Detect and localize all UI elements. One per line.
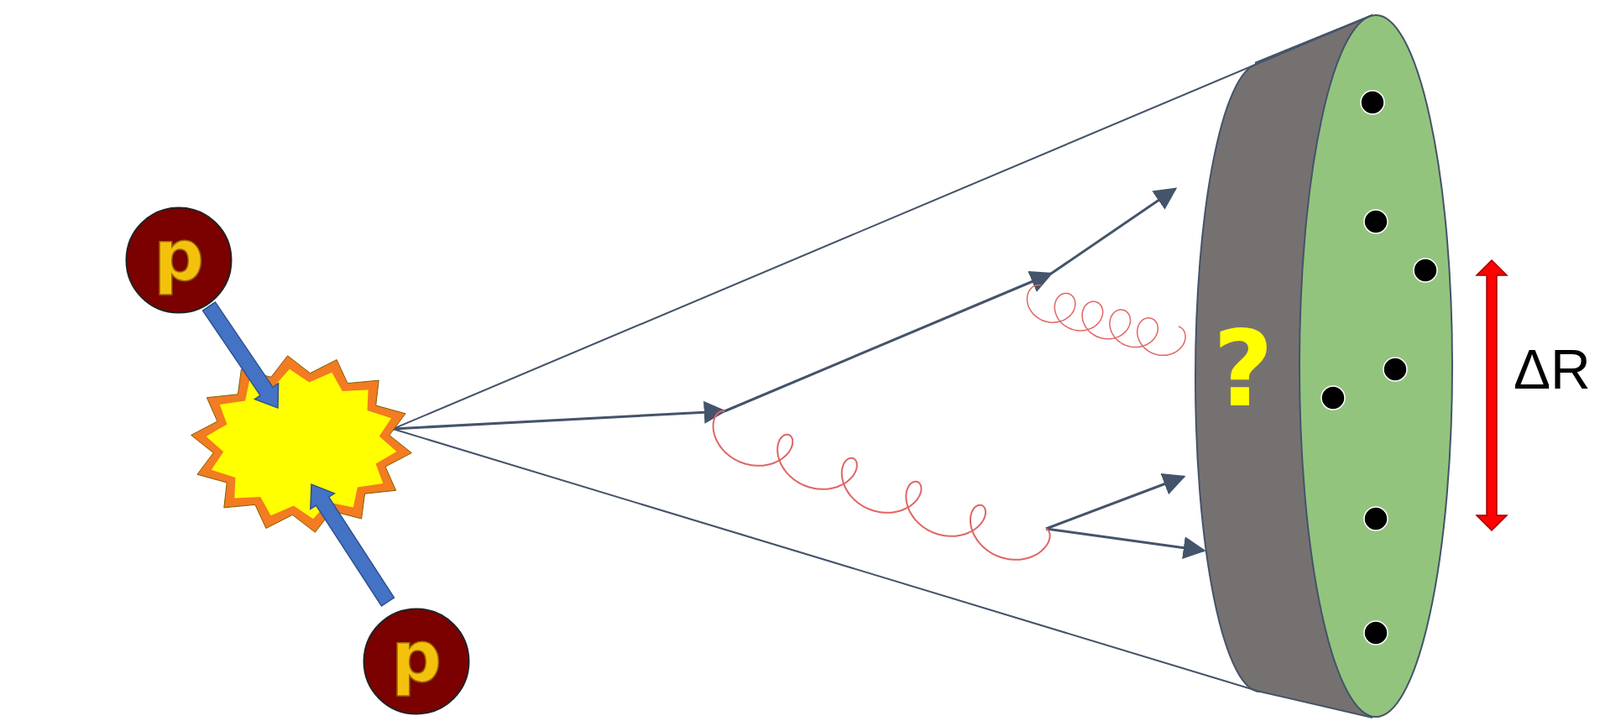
hit-dot [1321, 386, 1345, 410]
gluon [713, 411, 1051, 560]
quark-arrow [392, 411, 725, 429]
hit-dot [1413, 258, 1438, 283]
collision-burst [191, 355, 413, 533]
proton-label: p [125, 206, 233, 314]
hit-dot [1364, 209, 1388, 234]
proton-circle: p [362, 607, 471, 716]
hit-dot [1364, 507, 1388, 531]
proton-label: p [362, 607, 471, 716]
collision-burst-core [206, 369, 398, 520]
cone-line [392, 428, 1261, 692]
hit-dot [1383, 357, 1407, 382]
quark-arrow [1050, 188, 1176, 274]
unknown-mark: ? [1213, 317, 1274, 422]
cone-line [392, 15, 1373, 429]
gluon [1027, 285, 1187, 356]
detector-face [1299, 15, 1453, 717]
quark-arrow [1045, 528, 1204, 551]
proton-circle: p [125, 206, 233, 314]
quark-arrow [724, 273, 1051, 412]
hit-dot [1364, 621, 1388, 645]
hit-dot [1360, 90, 1385, 115]
beam-arrow [203, 302, 279, 408]
quark-arrow [1045, 476, 1184, 529]
delta-r-label: ΔR [1513, 341, 1591, 398]
delta-r-arrow [1476, 260, 1507, 531]
beam-arrow [310, 484, 395, 607]
